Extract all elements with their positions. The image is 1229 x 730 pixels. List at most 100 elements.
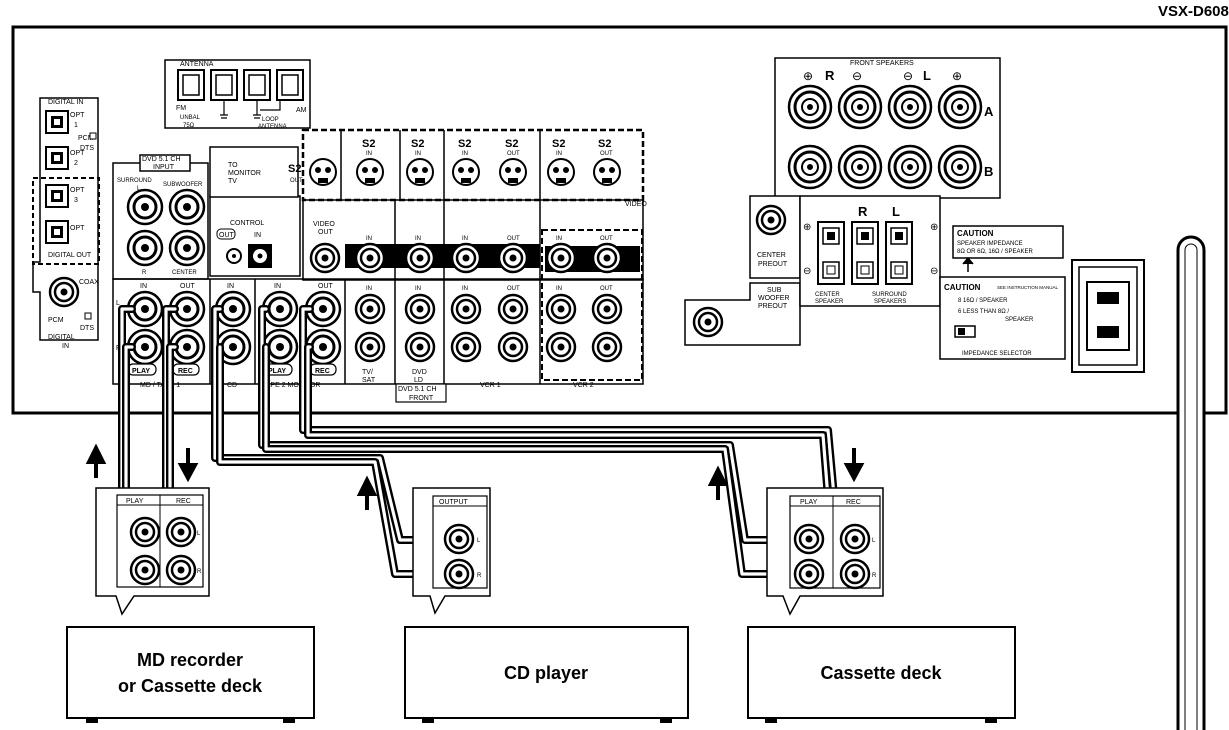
dvd-s-video-in[interactable]	[406, 158, 434, 186]
md-recorder-device: MD recorder or Cassette deck	[66, 626, 315, 723]
cd-output-r-jack[interactable]	[443, 558, 475, 590]
svg-text:OUT: OUT	[180, 283, 196, 290]
opt3-num: 3	[74, 197, 78, 204]
svg-text:SURROUND: SURROUND	[872, 292, 907, 298]
power-cord	[1176, 235, 1206, 730]
vcr1-s-video-in[interactable]	[452, 158, 480, 186]
svg-text:S2: S2	[598, 138, 611, 150]
subwoofer-jack[interactable]	[168, 188, 206, 226]
svg-text:⊕: ⊕	[930, 222, 938, 233]
svg-text:IN: IN	[556, 151, 562, 157]
vcr1-label: VCR 1	[480, 382, 501, 389]
dvd-audio-r[interactable]	[404, 331, 436, 363]
svg-text:⊖: ⊖	[930, 266, 938, 277]
vcr2-video-in[interactable]	[545, 242, 577, 274]
surround-r-jack[interactable]	[126, 229, 164, 267]
svg-text:IN: IN	[462, 286, 468, 292]
dvd-video-in[interactable]	[404, 242, 436, 274]
cassette-play-l-jack[interactable]	[793, 523, 825, 555]
surround-l-speaker-terminal[interactable]	[885, 221, 913, 285]
svg-text:⊕: ⊕	[803, 222, 811, 233]
vcr1-audio-out-r[interactable]	[497, 331, 529, 363]
impedance-selector-switch[interactable]	[954, 325, 976, 338]
md-play-r-jack[interactable]	[129, 554, 161, 586]
cd-output-l-jack[interactable]	[443, 523, 475, 555]
opt-out-label: OPT	[70, 225, 85, 232]
surround-l-jack[interactable]	[126, 188, 164, 226]
antenna-title: ANTENNA	[180, 61, 214, 68]
front-b-r-plus[interactable]	[787, 144, 833, 190]
front-a-l-minus[interactable]	[887, 84, 933, 130]
front-b-r-minus[interactable]	[837, 144, 883, 190]
md-play-l-jack[interactable]	[129, 516, 161, 548]
front-a-r-minus[interactable]	[837, 84, 883, 130]
vcr2-audio-out-l[interactable]	[591, 293, 623, 325]
md-rec-l-jack[interactable]	[165, 516, 197, 548]
surround-r: R	[142, 270, 147, 276]
antenna-fm: FM	[176, 105, 186, 112]
dvd-audio-l[interactable]	[404, 293, 436, 325]
svg-text:PREOUT: PREOUT	[758, 261, 788, 268]
vcr2-video-out[interactable]	[591, 242, 623, 274]
front-b-l-plus[interactable]	[937, 144, 983, 190]
tv-sat-label-2: SAT	[362, 377, 376, 384]
svg-text:VIDEO: VIDEO	[313, 221, 335, 228]
front-a-l-plus[interactable]	[937, 84, 983, 130]
md-rec-r-jack[interactable]	[165, 554, 197, 586]
vcr2-audio-out-r[interactable]	[591, 331, 623, 363]
cassette-rec-l-jack[interactable]	[839, 523, 871, 555]
surround-r-speaker-terminal[interactable]	[851, 221, 879, 285]
optical-out-jack[interactable]	[45, 220, 69, 244]
tv-sat-s-video-in[interactable]	[356, 158, 384, 186]
vcr1-audio-in-r[interactable]	[450, 331, 482, 363]
svg-text:IN: IN	[415, 151, 421, 157]
cd-jack-box: OUTPUT L R	[412, 487, 491, 615]
md-rec-badge: REC	[178, 368, 193, 375]
vcr2-s-video-in[interactable]	[547, 158, 575, 186]
digital-in-section: DIGITAL IN OPT 1 PCM DTS OPT 2 OPT 3 OPT…	[32, 97, 100, 350]
vcr1-video-out[interactable]	[497, 242, 529, 274]
optical-1-jack[interactable]	[45, 110, 69, 134]
center-preout-jack[interactable]	[755, 204, 787, 236]
optical-3-jack[interactable]	[45, 184, 69, 208]
svg-text:OUT: OUT	[507, 286, 520, 292]
video-out-jack[interactable]	[309, 242, 341, 274]
subwoofer-preout-jack[interactable]	[692, 306, 724, 338]
svg-text:S2: S2	[552, 138, 565, 150]
dvd-ld-label-1: DVD	[412, 369, 427, 376]
vcr1-video-in[interactable]	[450, 242, 482, 274]
cassette-play-r-jack[interactable]	[793, 558, 825, 590]
surround-l: L	[137, 186, 141, 192]
antenna-unbal: UNBAL	[180, 115, 201, 121]
vcr1-audio-in-l[interactable]	[450, 293, 482, 325]
vcr1-s-video-out[interactable]	[499, 158, 527, 186]
front-a-r-plus[interactable]	[787, 84, 833, 130]
center-jack[interactable]	[168, 229, 206, 267]
coax-jack[interactable]	[48, 276, 80, 308]
vcr2-audio-in-l[interactable]	[545, 293, 577, 325]
svg-text:OUT: OUT	[318, 283, 334, 290]
svg-text:R: R	[872, 573, 877, 579]
svg-text:⊕: ⊕	[803, 69, 813, 83]
arrow-up-icon	[85, 443, 107, 478]
svg-text:IN: IN	[366, 151, 372, 157]
tv-sat-video-in[interactable]	[354, 242, 386, 274]
vcr2-s-video-out[interactable]	[593, 158, 621, 186]
video-side-label: VIDEO	[625, 201, 647, 208]
vcr1-audio-out-l[interactable]	[497, 293, 529, 325]
tv-sat-audio-r[interactable]	[354, 331, 386, 363]
tv-sat-audio-l[interactable]	[354, 293, 386, 325]
vcr2-audio-in-r[interactable]	[545, 331, 577, 363]
center-label: CENTER	[172, 270, 197, 276]
svg-text:IN: IN	[274, 283, 281, 290]
center-speaker-terminal[interactable]	[817, 221, 845, 285]
cassette-rec-r-jack[interactable]	[839, 558, 871, 590]
monitor-s-video-out[interactable]	[309, 158, 337, 186]
front-b-l-minus[interactable]	[887, 144, 933, 190]
cassette-jack-box: PLAY REC L R	[766, 487, 884, 616]
svg-text:S2: S2	[458, 138, 471, 150]
opt1-num: 1	[74, 122, 78, 129]
optical-2-jack[interactable]	[45, 146, 69, 170]
svg-text:IN: IN	[462, 151, 468, 157]
